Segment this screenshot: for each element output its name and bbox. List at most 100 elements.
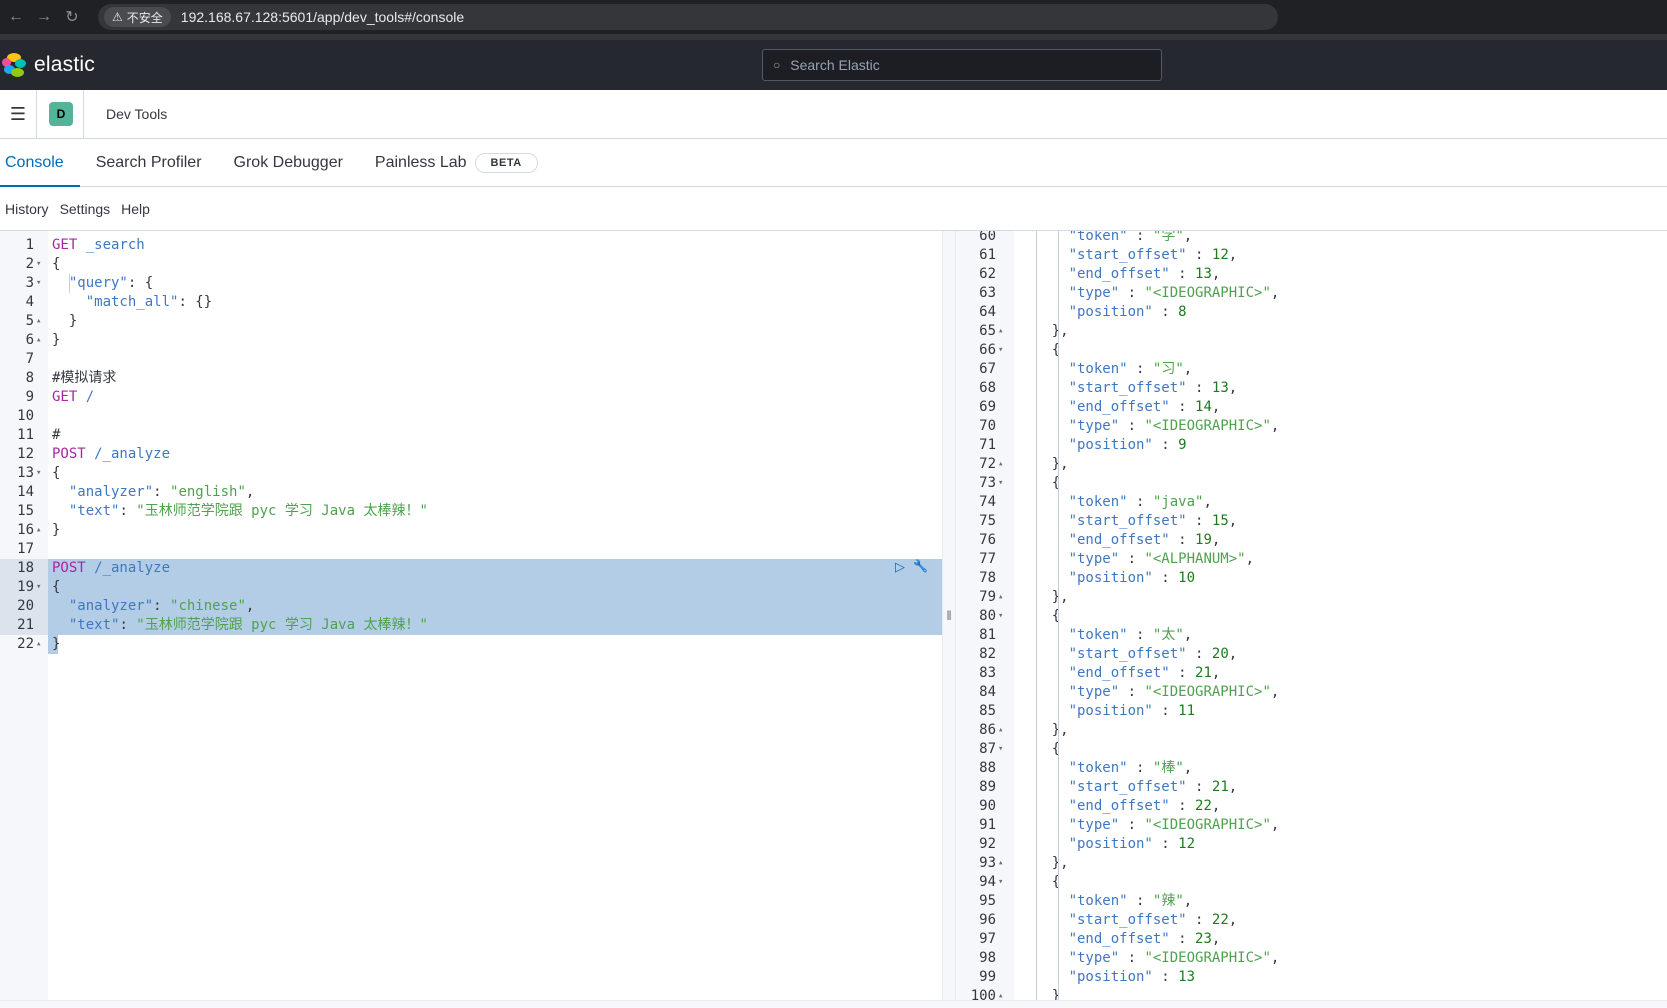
code-line[interactable]: 66▾ { (956, 341, 1667, 360)
code-line[interactable]: 91 "type" : "<IDEOGRAPHIC>", (956, 816, 1667, 835)
code-line[interactable]: 87▾ { (956, 740, 1667, 759)
code-line[interactable]: 17 (0, 540, 942, 559)
code-line[interactable]: 98 "type" : "<IDEOGRAPHIC>", (956, 949, 1667, 968)
code-line[interactable]: 73▾ { (956, 474, 1667, 493)
code-line[interactable]: 89 "start_offset" : 21, (956, 778, 1667, 797)
code-line[interactable]: 68 "start_offset" : 13, (956, 379, 1667, 398)
code-line[interactable]: 63 "type" : "<IDEOGRAPHIC>", (956, 284, 1667, 303)
elastic-logo[interactable]: elastic (2, 53, 95, 77)
code-line[interactable]: 20 "analyzer": "chinese", (0, 597, 942, 616)
code-line[interactable]: 77 "type" : "<ALPHANUM>", (956, 550, 1667, 569)
code-line[interactable]: 67 "token" : "习", (956, 360, 1667, 379)
fold-open-icon[interactable]: ▾ (998, 877, 1004, 887)
settings-link[interactable]: Settings (59, 200, 111, 217)
code-line[interactable]: 7 (0, 350, 942, 369)
fold-close-icon[interactable]: ▴ (36, 639, 42, 649)
code-line[interactable]: 86▴ }, (956, 721, 1667, 740)
code-line[interactable]: 92 "position" : 12 (956, 835, 1667, 854)
code-line[interactable]: 71 "position" : 9 (956, 436, 1667, 455)
code-line[interactable]: 11# (0, 426, 942, 445)
fold-open-icon[interactable]: ▾ (36, 278, 42, 288)
url-text[interactable]: 192.168.67.128:5601/app/dev_tools#/conso… (180, 9, 465, 25)
code-line[interactable]: 76 "end_offset" : 19, (956, 531, 1667, 550)
code-line[interactable]: 79▴ }, (956, 588, 1667, 607)
code-line[interactable]: 21 "text": "玉林师范学院跟 pyc 学习 Java 太棒辣！" (0, 616, 942, 635)
code-line[interactable]: 70 "type" : "<IDEOGRAPHIC>", (956, 417, 1667, 436)
code-line[interactable]: 90 "end_offset" : 22, (956, 797, 1667, 816)
code-line[interactable]: 84 "type" : "<IDEOGRAPHIC>", (956, 683, 1667, 702)
code-line[interactable]: 83 "end_offset" : 21, (956, 664, 1667, 683)
code-line[interactable]: 69 "end_offset" : 14, (956, 398, 1667, 417)
back-arrow-icon[interactable]: ← (8, 8, 24, 25)
fold-close-icon[interactable]: ▴ (998, 725, 1004, 735)
code-line[interactable]: 13▾{ (0, 464, 942, 483)
code-line[interactable]: 60 "token" : "学", (956, 231, 1667, 246)
fold-close-icon[interactable]: ▴ (998, 991, 1004, 1000)
response-editor[interactable]: 60 "token" : "学",61 "start_offset" : 12,… (956, 231, 1667, 1000)
fold-close-icon[interactable]: ▴ (36, 525, 42, 535)
code-line[interactable]: 80▾ { (956, 607, 1667, 626)
fold-open-icon[interactable]: ▾ (998, 478, 1004, 488)
fold-close-icon[interactable]: ▴ (998, 326, 1004, 336)
code-line[interactable]: 93▴ }, (956, 854, 1667, 873)
code-line[interactable]: 61 "start_offset" : 12, (956, 246, 1667, 265)
tab-console[interactable]: Console (0, 139, 80, 187)
code-line[interactable]: 65▴ }, (956, 322, 1667, 341)
code-line[interactable]: 75 "start_offset" : 15, (956, 512, 1667, 531)
reload-icon[interactable]: ↻ (65, 9, 79, 26)
fold-open-icon[interactable]: ▾ (36, 259, 42, 269)
forward-arrow-icon[interactable]: → (36, 8, 52, 25)
code-line[interactable]: 15 "text": "玉林师范学院跟 pyc 学习 Java 太棒辣！" (0, 502, 942, 521)
code-line[interactable]: 2▾{ (0, 255, 942, 274)
code-line[interactable]: 19▾{ (0, 578, 942, 597)
fold-close-icon[interactable]: ▴ (36, 335, 42, 345)
search-input[interactable] (790, 57, 1131, 73)
code-line[interactable]: 10 (0, 407, 942, 426)
fold-close-icon[interactable]: ▴ (998, 592, 1004, 602)
code-line[interactable]: 81 "token" : "太", (956, 626, 1667, 645)
code-line[interactable]: 74 "token" : "java", (956, 493, 1667, 512)
security-indicator[interactable]: ⚠ 不安全 (104, 7, 171, 27)
global-search[interactable]: ○ (762, 49, 1162, 81)
space-avatar[interactable]: D (49, 102, 73, 126)
code-line[interactable]: 100▴ } (956, 987, 1667, 1000)
code-line[interactable]: 16▴} (0, 521, 942, 540)
code-line[interactable]: 88 "token" : "棒", (956, 759, 1667, 778)
fold-open-icon[interactable]: ▾ (36, 582, 42, 592)
code-line[interactable]: 4 "match_all": {} (0, 293, 942, 312)
code-line[interactable]: 99 "position" : 13 (956, 968, 1667, 987)
wrench-icon[interactable]: 🔧 (913, 559, 928, 573)
code-line[interactable]: 96 "start_offset" : 22, (956, 911, 1667, 930)
code-line[interactable]: 62 "end_offset" : 13, (956, 265, 1667, 284)
history-link[interactable]: History (5, 200, 49, 217)
fold-close-icon[interactable]: ▴ (36, 316, 42, 326)
tab-grok-debugger[interactable]: Grok Debugger (218, 139, 359, 186)
menu-icon[interactable]: ☰ (9, 103, 27, 124)
code-line[interactable]: 3▾ "query": { (0, 274, 942, 293)
tab-search-profiler[interactable]: Search Profiler (80, 139, 218, 186)
code-line[interactable]: 78 "position" : 10 (956, 569, 1667, 588)
fold-open-icon[interactable]: ▾ (998, 744, 1004, 754)
fold-close-icon[interactable]: ▴ (998, 459, 1004, 469)
help-link[interactable]: Help (121, 200, 150, 217)
code-line[interactable]: 8#模拟请求 (0, 369, 942, 388)
address-bar[interactable]: ⚠ 不安全 192.168.67.128:5601/app/dev_tools#… (98, 4, 1278, 30)
fold-open-icon[interactable]: ▾ (36, 468, 42, 478)
code-line[interactable]: 85 "position" : 11 (956, 702, 1667, 721)
fold-open-icon[interactable]: ▾ (998, 611, 1004, 621)
code-line[interactable]: 94▾ { (956, 873, 1667, 892)
fold-close-icon[interactable]: ▴ (998, 858, 1004, 868)
code-line[interactable]: 22▴} (0, 635, 942, 654)
editor-splitter[interactable]: ‖ (942, 231, 956, 1000)
code-line[interactable]: 82 "start_offset" : 20, (956, 645, 1667, 664)
code-line[interactable]: 95 "token" : "辣", (956, 892, 1667, 911)
code-line[interactable]: 5▴ } (0, 312, 942, 331)
code-line[interactable]: 14 "analyzer": "english", (0, 483, 942, 502)
code-line[interactable]: 6▴} (0, 331, 942, 350)
